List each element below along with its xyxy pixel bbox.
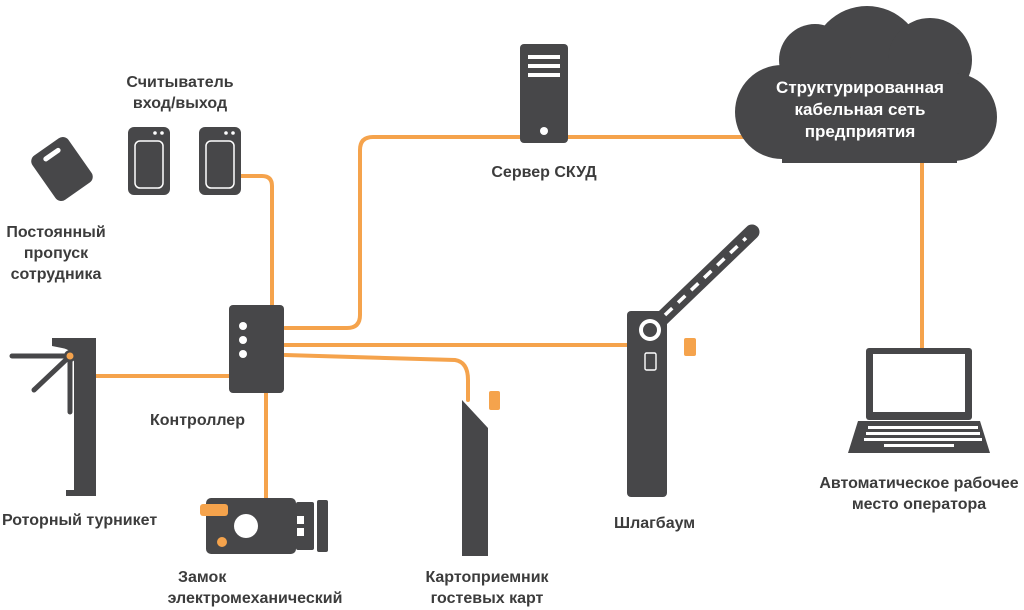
reader-entry-icon <box>128 127 170 195</box>
pass-label-line1: Постоянный <box>6 224 106 241</box>
controller-label: Контроллер <box>150 410 245 431</box>
controller-icon <box>229 305 284 393</box>
workstation-label: Автоматическое рабочее место оператора <box>814 473 1024 515</box>
turnstile-label-text: Роторный турникет <box>2 512 158 529</box>
card-collector-icon <box>462 391 500 556</box>
barrier-label-text: Шлагбаум <box>614 515 696 532</box>
lock-icon <box>200 498 328 554</box>
cloud-network-icon <box>735 6 997 163</box>
workstation-label-line2: место оператора <box>851 496 987 513</box>
controller-label-text: Контроллер <box>150 412 245 429</box>
server-label-text: Сервер СКУД <box>491 164 597 181</box>
pass-label: Постоянный пропуск сотрудника <box>0 222 112 285</box>
card-collector-label: Картоприемник гостевых карт <box>412 567 562 609</box>
employee-card-icon <box>31 137 93 201</box>
card-collector-label-line1: Картоприемник <box>425 569 549 586</box>
workstation-label-line1: Автоматическое рабочее <box>819 475 1019 492</box>
link-reader-controller <box>236 174 274 310</box>
pass-label-line3: сотрудника <box>10 266 102 283</box>
lock-label-line1: Замок <box>178 569 227 586</box>
link-controller-server <box>283 135 757 330</box>
pass-label-line2: пропуск <box>23 245 89 262</box>
reader-label-line2: вход/выход <box>132 95 228 112</box>
barrier-label: Шлагбаум <box>614 513 695 534</box>
turnstile-label: Роторный турникет <box>2 510 157 531</box>
lock-label-line2: электромеханический <box>167 590 343 607</box>
laptop-icon <box>848 348 990 453</box>
server-icon <box>520 44 568 143</box>
server-label: Сервер СКУД <box>474 162 614 183</box>
barrier-icon <box>627 224 760 497</box>
reader-label-line1: Считыватель <box>126 74 234 91</box>
lock-label: Замок электромеханический <box>160 567 350 609</box>
link-controller-card-collector <box>283 353 470 402</box>
reader-label: Считыватель вход/выход <box>110 72 250 114</box>
network-label-line2: кабельная сеть <box>794 100 926 119</box>
network-label-line1: Структурированная <box>776 78 944 97</box>
network-label-line3: предприятия <box>804 122 916 141</box>
card-collector-label-line2: гостевых карт <box>430 590 544 607</box>
network-label: Структурированная кабельная сеть предпри… <box>760 77 960 143</box>
reader-exit-icon <box>199 127 241 195</box>
turnstile-icon <box>9 338 96 496</box>
